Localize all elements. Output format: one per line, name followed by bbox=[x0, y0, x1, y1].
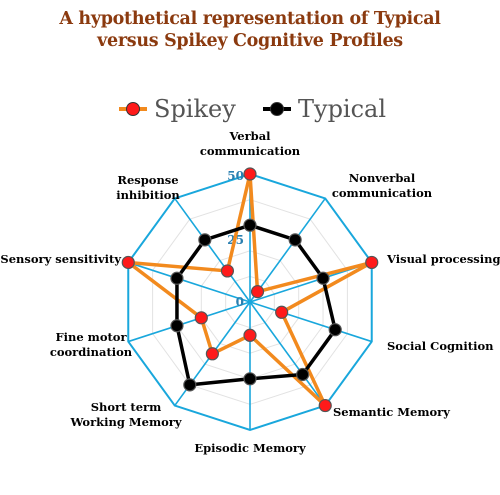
chart-title: A hypothetical representation of Typical… bbox=[0, 8, 500, 52]
data-point-typical bbox=[243, 372, 257, 386]
data-point-spikey bbox=[275, 305, 289, 319]
radar-spoke bbox=[128, 261, 251, 303]
category-label: Sensory sensitivity bbox=[0, 252, 121, 266]
legend-label-typical: Typical bbox=[298, 95, 387, 123]
category-label-line: coordination bbox=[50, 345, 133, 359]
category-label-line: Fine motor bbox=[55, 330, 127, 344]
data-point-spikey bbox=[243, 328, 257, 342]
data-point-spikey bbox=[194, 311, 208, 325]
category-label: Episodic Memory bbox=[194, 441, 306, 455]
radial-tick-label: 0 bbox=[236, 295, 244, 309]
category-label: Social Cognition bbox=[387, 339, 494, 353]
data-point-spikey bbox=[220, 264, 235, 278]
chart-title-line-2: versus Spikey Cognitive Profiles bbox=[97, 31, 403, 51]
data-point-typical bbox=[170, 319, 184, 333]
data-point-spikey bbox=[205, 347, 219, 361]
category-label-line: Short term bbox=[91, 400, 162, 414]
category-label-line: communication bbox=[200, 144, 301, 158]
legend-item-typical[interactable]: Typical bbox=[262, 95, 386, 123]
radar-spoke bbox=[249, 301, 372, 343]
radar-spoke bbox=[249, 301, 326, 407]
category-label-line: inhibition bbox=[116, 188, 180, 202]
radar-spoke bbox=[128, 301, 251, 343]
category-label-line: Working Memory bbox=[69, 415, 181, 429]
category-label-line: Response bbox=[117, 173, 178, 187]
category-label: Visual processing bbox=[386, 252, 500, 266]
data-point-typical bbox=[296, 367, 310, 382]
chart-legend: Spikey Typical bbox=[0, 95, 500, 129]
data-point-spikey bbox=[121, 255, 135, 270]
data-point-typical bbox=[288, 233, 302, 247]
category-label-line: Sensory sensitivity bbox=[0, 252, 121, 266]
data-point-typical bbox=[170, 271, 184, 285]
data-point-spikey bbox=[318, 398, 332, 413]
category-label-line: Visual processing bbox=[386, 252, 500, 266]
data-point-typical bbox=[198, 233, 212, 247]
data-point-typical bbox=[243, 218, 257, 232]
category-label: Semantic Memory bbox=[333, 405, 450, 419]
data-point-typical bbox=[183, 378, 197, 392]
data-point-typical bbox=[328, 323, 342, 337]
legend-marker-spikey bbox=[119, 102, 147, 116]
legend-label-spikey: Spikey bbox=[154, 95, 236, 123]
category-label-line: Nonverbal bbox=[349, 171, 416, 185]
legend-item-spikey[interactable]: Spikey bbox=[118, 95, 236, 123]
category-label-line: Episodic Memory bbox=[194, 441, 306, 455]
radial-tick-label: 50 bbox=[227, 169, 244, 183]
radar-spoke bbox=[249, 197, 326, 303]
data-point-typical bbox=[316, 271, 330, 285]
category-label-line: Verbal bbox=[228, 129, 271, 143]
data-point-spikey bbox=[365, 255, 379, 270]
data-point-spikey bbox=[243, 167, 257, 181]
category-label-line: communication bbox=[332, 186, 433, 200]
data-point-spikey bbox=[250, 285, 265, 299]
legend-marker-typical bbox=[263, 102, 291, 116]
radar-spoke bbox=[174, 197, 251, 303]
category-label-line: Social Cognition bbox=[387, 339, 494, 353]
category-label-line: Semantic Memory bbox=[333, 405, 450, 419]
chart-title-line-1: A hypothetical representation of Typical bbox=[59, 9, 441, 29]
